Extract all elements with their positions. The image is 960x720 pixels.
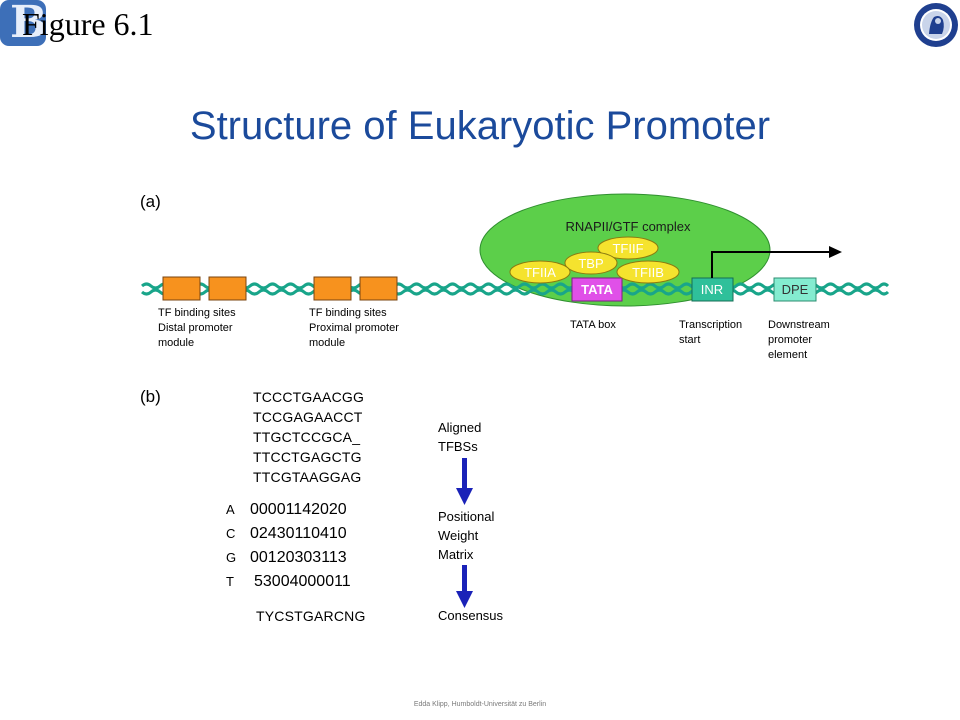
sequence-row: TCCGAGAACCT bbox=[253, 409, 363, 425]
matrix-row: T 53004000011 bbox=[226, 570, 351, 594]
tfiia-label: TFIIA bbox=[524, 265, 556, 280]
dpe-caption-line: Downstream bbox=[768, 319, 830, 331]
transcription-arrow-head bbox=[829, 246, 842, 258]
tf-binding-site-distal-1 bbox=[162, 276, 201, 301]
part-b-label: (b) bbox=[140, 387, 161, 406]
matrix-counts: 53004000011 bbox=[254, 573, 351, 590]
university-seal-icon bbox=[912, 0, 960, 50]
transcription-caption-line: start bbox=[679, 334, 701, 346]
aligned-to-matrix-arrow bbox=[456, 458, 473, 505]
pwm-label-line: Positional bbox=[438, 509, 495, 524]
proximal-module-caption: TF binding sites Proximal promoter modul… bbox=[309, 306, 399, 351]
matrix-to-consensus-arrow bbox=[456, 565, 473, 608]
aligned-label-line: Aligned bbox=[438, 420, 482, 435]
dpe-box bbox=[773, 277, 817, 302]
page-title: Structure of Eukaryotic Promoter bbox=[189, 104, 771, 148]
matrix-counts: 02430110410 bbox=[250, 525, 347, 542]
tbp-factor bbox=[564, 251, 618, 275]
aligned-label-line: TFBSs bbox=[438, 439, 478, 454]
sequence-row: TTCGTAAGGAG bbox=[253, 469, 362, 485]
matrix-counts: 00120303113 bbox=[250, 549, 347, 566]
tata-box bbox=[571, 277, 623, 302]
tbp-label: TBP bbox=[578, 256, 603, 271]
aligned-sequences: TCCCTGAACGG TCCGAGAACCT TTGCTCCGCA_ TTCC… bbox=[253, 387, 364, 487]
tfiif-factor bbox=[597, 236, 659, 260]
matrix-base: G bbox=[226, 550, 237, 565]
logo-icon: B bbox=[0, 0, 48, 48]
distal-module-caption: TF binding sites Distal promoter module bbox=[158, 306, 236, 351]
complex-label: RNAPII/GTF complex bbox=[566, 219, 691, 234]
proximal-caption-line: TF binding sites bbox=[309, 307, 387, 319]
tfiif-label: TFIIF bbox=[612, 241, 643, 256]
tfiib-label: TFIIB bbox=[632, 265, 664, 280]
transcription-start-caption: Transcription start bbox=[679, 318, 742, 348]
dpe-caption: Downstream promoter element bbox=[768, 318, 830, 363]
matrix-row: G 00120303113 bbox=[226, 546, 351, 570]
tf-binding-site-distal-2 bbox=[208, 276, 247, 301]
pwm-label-line: Matrix bbox=[438, 547, 474, 562]
consensus-sequence: TYCSTGARCNG bbox=[256, 608, 366, 624]
proximal-caption-line: module bbox=[309, 337, 346, 349]
matrix-row: A 00001142020 bbox=[226, 498, 351, 522]
proximal-caption-line: Proximal promoter bbox=[309, 322, 399, 334]
matrix-base: A bbox=[226, 502, 235, 517]
tfiia-factor bbox=[509, 260, 571, 284]
weight-matrix: A 00001142020 C 02430110410 G 00120303113 T… bbox=[226, 498, 351, 594]
matrix-base: T bbox=[226, 574, 234, 589]
distal-caption-line: module bbox=[158, 337, 195, 349]
consensus-label: Consensus bbox=[438, 608, 504, 623]
tata-box-caption: TATA box bbox=[570, 319, 616, 331]
sequence-row: TTCCTGAGCTG bbox=[253, 449, 362, 465]
dna-strand bbox=[141, 282, 890, 296]
matrix-counts: 00001142020 bbox=[250, 501, 347, 518]
dpe-caption-line: element bbox=[768, 349, 808, 361]
sequence-row: TCCCTGAACGG bbox=[253, 389, 365, 405]
tf-binding-site-proximal-1 bbox=[313, 276, 352, 301]
footer-credit: Edda Klipp, Humboldt-Universität zu Berl… bbox=[413, 701, 547, 708]
pwm-label-line: Weight bbox=[438, 528, 479, 543]
distal-caption-line: TF binding sites bbox=[158, 307, 236, 319]
dpe-caption-line: promoter bbox=[768, 334, 813, 346]
part-a-label: (a) bbox=[140, 192, 161, 211]
tfiib-factor bbox=[616, 260, 680, 284]
inr-label: INR bbox=[701, 282, 723, 297]
matrix-row: C 02430110410 bbox=[226, 522, 351, 546]
matrix-base: C bbox=[226, 526, 236, 541]
tata-label: TATA bbox=[581, 282, 613, 297]
dpe-label: DPE bbox=[782, 282, 809, 297]
pwm-label: Positional Weight Matrix bbox=[438, 507, 494, 564]
logo-letter: B bbox=[10, 0, 48, 48]
distal-caption-line: Distal promoter bbox=[158, 322, 233, 334]
tf-binding-site-proximal-2 bbox=[359, 276, 398, 301]
transcription-start-arrow bbox=[711, 251, 832, 278]
sequence-row: TTGCTCCGCA_ bbox=[253, 429, 361, 445]
aligned-tfbs-label: Aligned TFBSs bbox=[438, 418, 481, 456]
transcription-caption-line: Transcription bbox=[679, 319, 743, 331]
figure-label: Figure 6.1 bbox=[22, 6, 154, 42]
